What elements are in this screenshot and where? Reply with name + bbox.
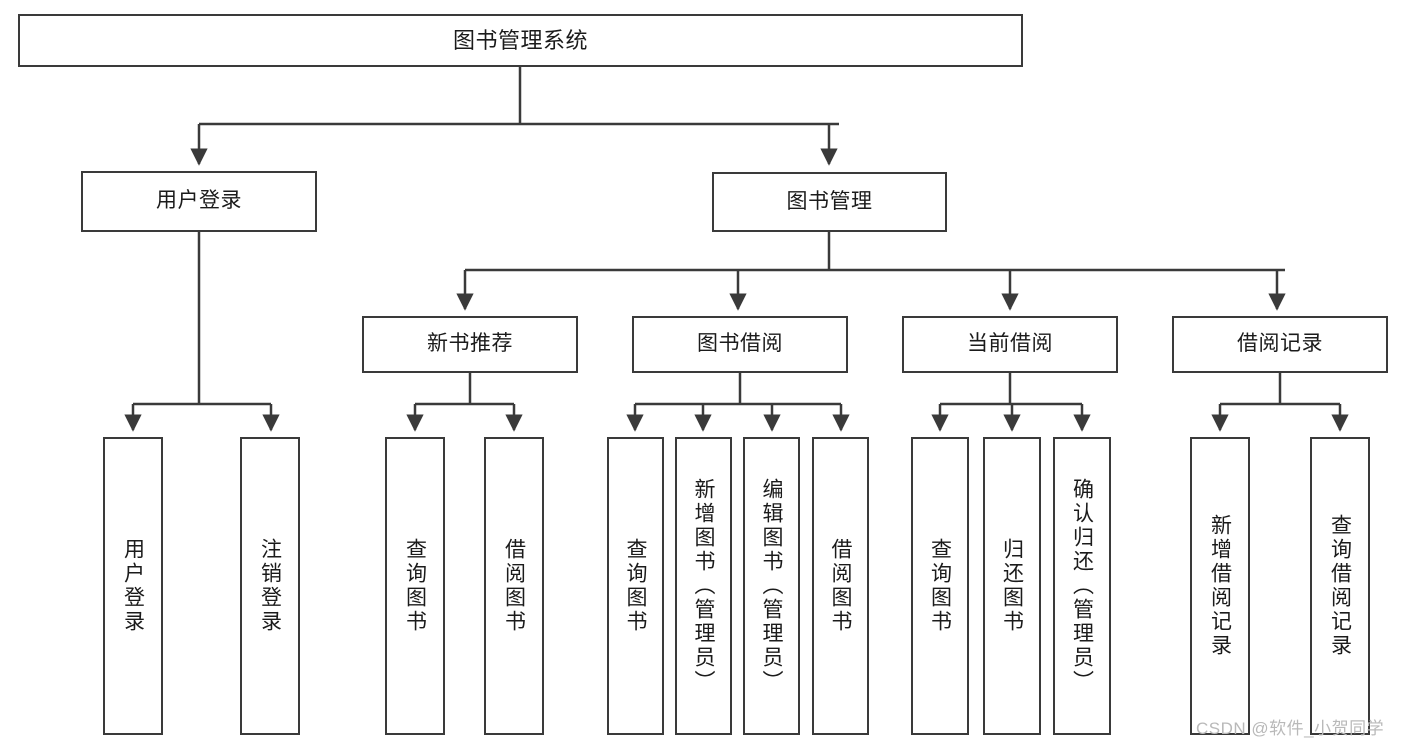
csdn-watermark: CSDN @软件_小贺同学 (1196, 719, 1385, 738)
node-book-borrow[interactable]: 图书借阅 (632, 316, 848, 373)
node-current-query-book-label: 查询图书 (928, 538, 952, 634)
node-current-borrow[interactable]: 当前借阅 (902, 316, 1118, 373)
node-book-management[interactable]: 图书管理 (712, 172, 947, 232)
node-borrow-query-book-label: 查询图书 (624, 538, 647, 634)
node-logout-leaf-label: 注销登录 (258, 538, 282, 634)
node-new-book-recommend-label: 新书推荐 (427, 332, 513, 356)
node-new-book-recommend[interactable]: 新书推荐 (362, 316, 578, 373)
node-current-return-book[interactable]: 归还图书 (983, 437, 1041, 735)
node-record-query[interactable]: 查询借阅记录 (1310, 437, 1370, 735)
node-borrow-add-book[interactable]: 新增图书（管理员） (675, 437, 732, 735)
node-borrow-borrow-book-label: 借阅图书 (829, 538, 852, 634)
node-borrow-add-book-label: 新增图书（管理员） (692, 478, 715, 694)
node-current-query-book[interactable]: 查询图书 (911, 437, 969, 735)
node-borrow-record-label: 借阅记录 (1237, 332, 1323, 356)
node-root[interactable]: 图书管理系统 (18, 14, 1023, 67)
node-borrow-edit-book-label: 编辑图书（管理员） (760, 478, 783, 694)
node-borrow-borrow-book[interactable]: 借阅图书 (812, 437, 869, 735)
node-borrow-edit-book[interactable]: 编辑图书（管理员） (743, 437, 800, 735)
node-current-borrow-label: 当前借阅 (967, 332, 1053, 356)
node-record-add[interactable]: 新增借阅记录 (1190, 437, 1250, 735)
node-record-query-label: 查询借阅记录 (1328, 514, 1352, 658)
node-book-borrow-label: 图书借阅 (697, 332, 783, 356)
node-user-login[interactable]: 用户登录 (81, 171, 317, 232)
node-user-login-label: 用户登录 (156, 189, 242, 213)
node-current-confirm-return-label: 确认归还（管理员） (1070, 478, 1094, 694)
node-record-add-label: 新增借阅记录 (1208, 514, 1232, 658)
node-logout-leaf[interactable]: 注销登录 (240, 437, 300, 735)
node-current-return-book-label: 归还图书 (1000, 538, 1024, 634)
node-borrow-record[interactable]: 借阅记录 (1172, 316, 1388, 373)
node-root-label: 图书管理系统 (452, 27, 588, 53)
node-recommend-query-book[interactable]: 查询图书 (385, 437, 445, 735)
node-recommend-query-book-label: 查询图书 (403, 538, 427, 634)
node-recommend-borrow-book-label: 借阅图书 (502, 538, 526, 634)
node-user-login-leaf-label: 用户登录 (121, 538, 145, 634)
node-book-management-label: 图书管理 (786, 189, 873, 213)
node-current-confirm-return[interactable]: 确认归还（管理员） (1053, 437, 1111, 735)
node-user-login-leaf[interactable]: 用户登录 (103, 437, 163, 735)
node-recommend-borrow-book[interactable]: 借阅图书 (484, 437, 544, 735)
node-borrow-query-book[interactable]: 查询图书 (607, 437, 664, 735)
